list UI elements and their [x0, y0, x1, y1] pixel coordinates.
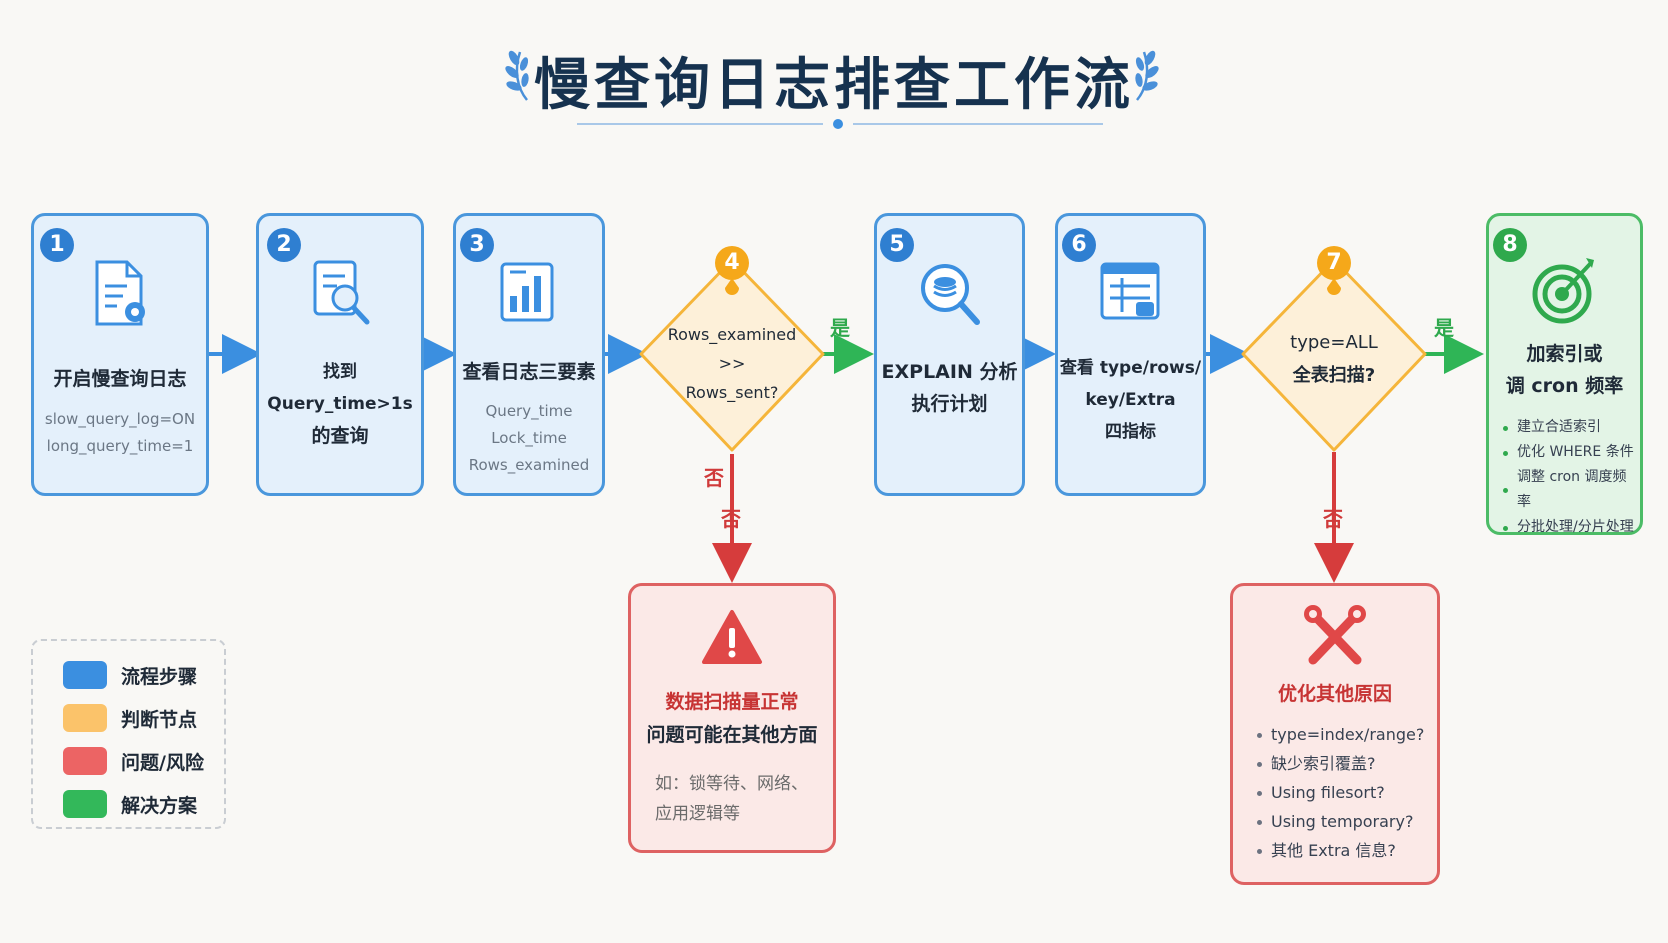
problem-2-title: 优化其他原因 — [1277, 683, 1392, 705]
step-6-box: 查看 type/rows/ key/Extra 四指标 — [1055, 213, 1206, 496]
step-3-detail-2: Lock_time — [491, 429, 567, 447]
legend-label-decision: 判断节点 — [121, 709, 198, 731]
problem-2-list: type=index/range? 缺少索引覆盖? Using filesort… — [1257, 720, 1424, 865]
problem-2-item: Using temporary? — [1257, 807, 1424, 836]
step-6-title-line-1: 查看 type/rows/ — [1059, 358, 1202, 378]
step-6-title-line-2: key/Extra — [1085, 390, 1176, 410]
step-1-detail-2: long_query_time=1 — [46, 437, 194, 455]
problem-2-item: Using filesort? — [1257, 778, 1424, 807]
step-3-detail-3: Rows_examined — [468, 456, 590, 474]
decision-4-line-2: >> — [718, 354, 746, 373]
decision-7-text: type=ALL 全表扫描? — [1254, 326, 1414, 392]
decision-4-text: Rows_examined >> Rows_sent? — [652, 320, 812, 407]
solution-item: 建立合适索引 — [1503, 415, 1640, 440]
solution-title: 加索引或 调 cron 频率 — [1489, 338, 1640, 402]
legend-swatch-step — [63, 661, 107, 689]
step-2-title-line-1: 找到 Query_time>1s — [267, 362, 413, 414]
legend-swatch-decision — [63, 704, 107, 732]
problem-1-detail-line-1: 如：锁等待、网络、 — [655, 774, 808, 794]
laurel-left-icon — [505, 50, 529, 101]
problem-1-title-line-2: 问题可能在其他方面 — [646, 724, 818, 746]
step-5-title-line-1: EXPLAIN 分析 — [881, 361, 1018, 383]
step-2-badge: 2 — [267, 228, 301, 262]
step-1-title: 开启慢查询日志 — [53, 368, 187, 390]
problem-1-detail-line-2: 应用逻辑等 — [655, 804, 740, 824]
table-check-icon — [1058, 258, 1203, 334]
legend-label-problem: 问题/风险 — [121, 752, 204, 774]
decision-7-line-1: type=ALL — [1290, 332, 1378, 353]
title-divider — [577, 119, 1103, 129]
problem-box-2: 优化其他原因 type=index/range? 缺少索引覆盖? Using f… — [1230, 583, 1440, 885]
solution-list: 建立合适索引 优化 WHERE 条件 调整 cron 调度频率 分批处理/分片处… — [1503, 415, 1640, 540]
step-6-title: 查看 type/rows/ key/Extra 四指标 — [1058, 352, 1203, 448]
step-1-details: slow_query_log=ON long_query_time=1 — [34, 406, 206, 460]
legend-swatch-solution — [63, 790, 107, 818]
step-2-title-line-2: 的查询 — [311, 425, 369, 447]
decision-4-yes-label: 是 — [830, 316, 850, 340]
solution-item: 优化 WHERE 条件 — [1503, 440, 1640, 465]
decision-7-no-label: 否 — [1323, 507, 1343, 531]
magnifier-database-icon — [877, 258, 1022, 334]
decision-diamond-7 — [1241, 258, 1427, 452]
step-6-title-line-3: 四指标 — [1105, 422, 1156, 442]
problem-1-title-line-1: 数据扫描量正常 — [665, 691, 799, 713]
step-3-title: 查看日志三要素 — [462, 361, 596, 383]
decision-diamond-4 — [639, 258, 825, 452]
problem-2-item: type=index/range? — [1257, 720, 1424, 749]
solution-box: 加索引或 调 cron 频率 建立合适索引 优化 WHERE 条件 调整 cro… — [1486, 213, 1643, 535]
target-icon — [1489, 254, 1640, 330]
decision-4-no-label-2: 否 — [721, 507, 741, 531]
solution-item: 分批处理/分片处理 — [1503, 515, 1640, 540]
solution-title-line-2: 调 cron 频率 — [1505, 375, 1624, 397]
decision-7-badge: 7 — [1317, 246, 1351, 280]
warning-icon — [631, 608, 833, 670]
legend-label-solution: 解决方案 — [121, 795, 198, 817]
tools-icon — [1233, 604, 1437, 674]
solution-item: 调整 cron 调度频率 — [1503, 465, 1640, 515]
step-6-badge: 6 — [1062, 228, 1096, 262]
decision-4-line-3: Rows_sent? — [685, 383, 779, 402]
page-title: 慢查询日志排查工作流 — [534, 53, 1134, 118]
decision-7-line-2: 全表扫描? — [1292, 365, 1376, 386]
document-search-icon — [259, 258, 421, 334]
problem-2-item: 缺少索引覆盖? — [1257, 749, 1424, 778]
step-1-detail-1: slow_query_log=ON — [44, 410, 196, 428]
legend-swatch-problem — [63, 747, 107, 775]
legend: 流程步骤 判断节点 问题/风险 解决方案 — [31, 639, 226, 829]
step-5-title-line-2: 执行计划 — [911, 393, 988, 415]
step-3-badge: 3 — [460, 228, 494, 262]
decision-7-yes-label: 是 — [1434, 316, 1454, 340]
step-2-title: 找到 Query_time>1s 的查询 — [259, 356, 421, 452]
decision-4-badge: 4 — [715, 246, 749, 280]
step-5-title: EXPLAIN 分析 执行计划 — [877, 356, 1022, 420]
laurel-right-icon — [1135, 50, 1159, 101]
problem-1-title: 数据扫描量正常 问题可能在其他方面 — [631, 686, 833, 752]
legend-label-step: 流程步骤 — [121, 666, 198, 688]
problem-box-1: 数据扫描量正常 问题可能在其他方面 如：锁等待、网络、 应用逻辑等 — [628, 583, 836, 853]
step-3-details: Query_time Lock_time Rows_examined — [456, 398, 602, 479]
problem-1-detail: 如：锁等待、网络、 应用逻辑等 — [655, 769, 808, 829]
log-settings-icon — [34, 258, 206, 334]
solution-badge: 8 — [1493, 228, 1527, 262]
bar-chart-icon — [456, 258, 602, 334]
step-1-badge: 1 — [40, 228, 74, 262]
decision-4-no-label-1: 否 — [704, 466, 724, 490]
decision-4-line-1: Rows_examined — [667, 325, 797, 344]
problem-2-item: 其他 Extra 信息? — [1257, 836, 1424, 865]
step-5-badge: 5 — [880, 228, 914, 262]
solution-title-line-1: 加索引或 — [1526, 343, 1603, 365]
step-3-detail-1: Query_time — [485, 402, 573, 420]
